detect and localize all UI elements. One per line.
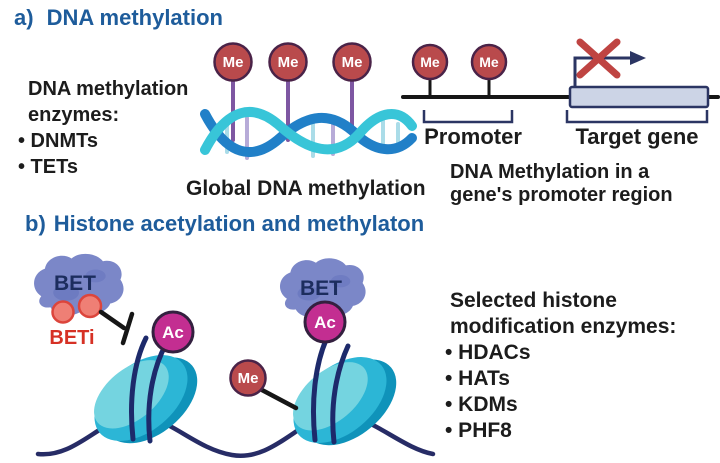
enzyme-item-hdacs: • HDACs <box>445 341 531 364</box>
gene-caption-line1: DNA Methylation in a <box>450 161 650 183</box>
methyl-badge: Me <box>470 43 508 81</box>
transcription-start-arrow-icon <box>573 56 632 87</box>
enzyme-item-tets: • TETs <box>18 156 78 178</box>
histone-enzyme-heading-line2: modification enzymes: <box>450 315 677 338</box>
section-a-title-text: DNA methylation <box>46 5 223 30</box>
histone-modification-graphic: BET BETi Ac BET Ac Me <box>34 253 436 459</box>
nucleosome-dna-wrap <box>310 337 351 445</box>
enzyme-item-phf8: • PHF8 <box>445 419 512 442</box>
nucleosome-dna-wrap <box>129 335 169 444</box>
section-b-label: b) <box>25 211 46 236</box>
enzyme-list-heading-line2: enzymes: <box>28 104 120 126</box>
me-badge-label: Me <box>479 54 499 70</box>
methyl-lollipop-sticks <box>428 79 491 96</box>
histone-enzyme-heading-line1: Selected histone <box>450 289 617 312</box>
promoter-bracket <box>422 110 514 124</box>
transcription-arrowhead-icon <box>630 51 646 65</box>
gene-methylation-caption: DNA Methylation in a gene's promoter reg… <box>450 161 673 207</box>
me-badge-label: Me <box>342 54 363 71</box>
beti-inhibition-tbar-icon <box>98 309 135 346</box>
histone-enzyme-list: Selected histone modification enzymes: •… <box>445 288 676 444</box>
bet-label: BET <box>300 277 342 300</box>
promoter-label: Promoter <box>424 124 522 149</box>
global-dna-methylation-graphic: Me Me Me <box>200 42 417 160</box>
beti-label: BETi <box>49 327 94 349</box>
bet-protein-blob <box>279 258 366 318</box>
me-badge-label: Me <box>278 54 299 71</box>
nucleosome-disk <box>94 355 198 444</box>
gene-caption-line2: gene's promoter region <box>450 184 673 206</box>
methyl-stick <box>259 387 299 411</box>
methyl-badge: Me <box>411 43 449 81</box>
methyl-badge: Me <box>268 42 308 82</box>
section-b-title: b) Histone acetylation and methylaton <box>25 211 424 237</box>
bet-label: BET <box>54 272 96 295</box>
section-b-title-text: Histone acetylation and methylaton <box>53 211 425 236</box>
methyl-badge: Me <box>229 359 267 397</box>
enzyme-list-heading-line1: DNA methylation <box>28 78 189 100</box>
bet-protein-blob <box>34 253 124 316</box>
helix-caption: Global DNA methylation <box>186 177 426 200</box>
section-a-label: a) <box>14 5 34 30</box>
target-gene-bracket <box>565 110 709 124</box>
dna-helix-strand-cyan <box>200 107 417 155</box>
acetyl-badge: Ac <box>151 310 195 354</box>
enzyme-item-hats: • HATs <box>445 367 510 390</box>
promoter-methylation-graphic: Me Me <box>401 38 720 124</box>
methyl-badge: Me <box>332 42 372 82</box>
ac-badge-label: Ac <box>162 323 184 342</box>
blocked-transcription-x-icon <box>576 38 621 79</box>
me-badge-label: Me <box>223 54 244 71</box>
enzyme-item-dnmts: • DNMTs <box>18 130 98 152</box>
methyl-badge: Me <box>213 42 253 82</box>
acetyl-badge: Ac <box>303 300 347 344</box>
ac-badge-label: Ac <box>314 313 336 332</box>
target-gene-label: Target gene <box>575 124 699 149</box>
me-badge-label: Me <box>238 370 259 387</box>
target-gene-box <box>568 85 710 109</box>
dna-helix-strand-blue <box>200 109 417 157</box>
beti-inhibitor-dots <box>51 293 103 324</box>
dna-methylation-enzyme-list: DNA methylation enzymes: • DNMTs • TETs <box>18 76 188 180</box>
me-badge-label: Me <box>420 54 440 70</box>
enzyme-item-kdms: • KDMs <box>445 393 518 416</box>
section-a-title: a) DNA methylation <box>14 5 223 31</box>
